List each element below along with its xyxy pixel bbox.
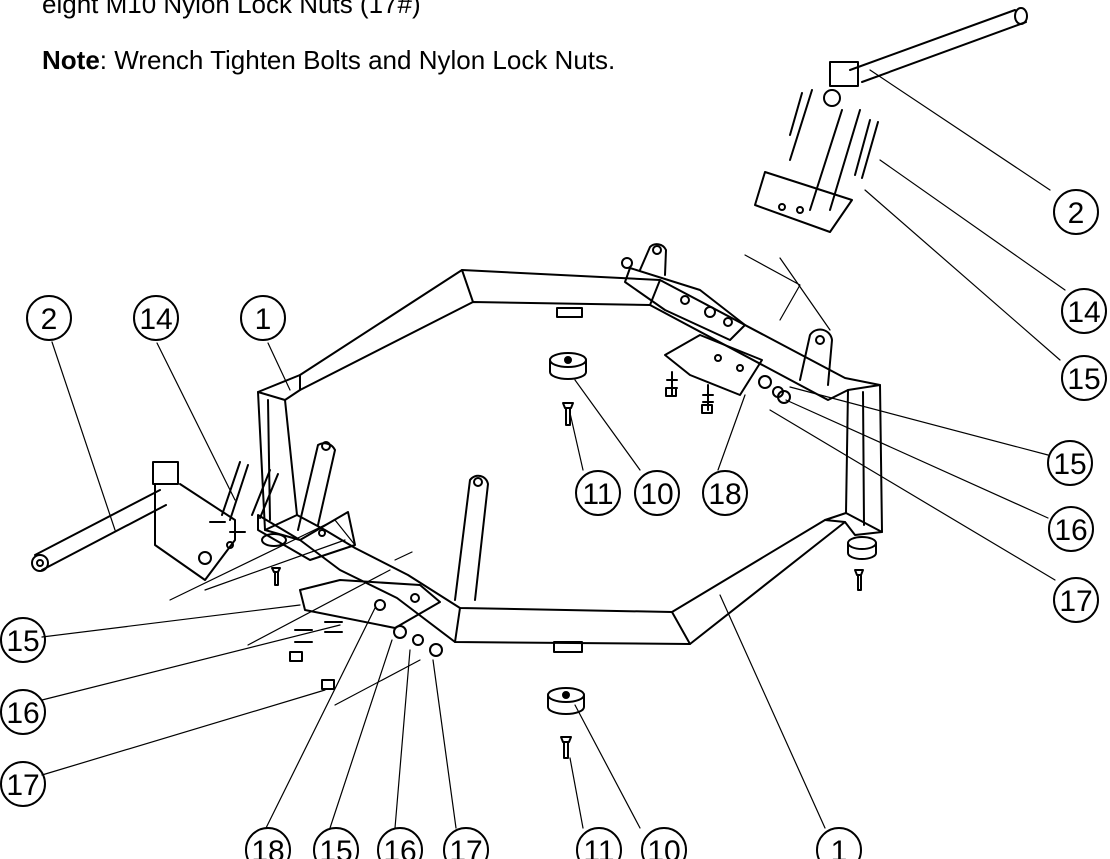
callout-17-right: 17 [1059, 585, 1092, 618]
frame-ear-left [297, 441, 336, 531]
callout-14-left: 14 [139, 303, 172, 336]
callout-14-right: 14 [1067, 296, 1100, 329]
foot-pad-left [261, 533, 287, 586]
callout-18-mid: 18 [708, 478, 741, 511]
callout-2-left: 2 [41, 303, 58, 336]
bracket-right [621, 257, 791, 414]
callout-18-bottom: 18 [251, 835, 284, 859]
callout-10-bottom: 10 [647, 835, 680, 859]
callout-1-left: 1 [255, 303, 272, 336]
note-text: : Wrench Tighten Bolts and Nylon Lock Nu… [99, 45, 616, 75]
callout-15-right-b: 15 [1053, 448, 1086, 481]
foot-pad-front [547, 641, 585, 759]
callout-circles [0, 189, 1107, 859]
instruction-line-nuts: eight M10 Nylon Lock Nuts (17#) [42, 0, 421, 19]
callout-2-right: 2 [1068, 197, 1085, 230]
frame-ear-top [639, 243, 667, 276]
callout-16-left: 16 [6, 697, 39, 730]
octagon-frame [257, 269, 883, 645]
explode-lines [169, 254, 831, 706]
callout-17-bottom: 17 [449, 835, 482, 859]
callout-15-right-a: 15 [1067, 363, 1100, 396]
callout-15-left: 15 [6, 625, 39, 658]
callout-16-bottom: 16 [383, 835, 416, 859]
callout-15-bottom: 15 [319, 835, 352, 859]
callout-10-mid: 10 [640, 478, 673, 511]
callout-1-bottom: 1 [831, 835, 848, 859]
callout-16-right: 16 [1054, 514, 1087, 547]
callout-11-mid: 11 [582, 478, 613, 511]
callout-17-left: 17 [6, 769, 39, 802]
foot-pad-right [847, 536, 877, 591]
arm-right [754, 7, 1028, 233]
note-label: Note [42, 45, 100, 75]
callout-11-bottom: 11 [583, 835, 614, 859]
foot-pad-center [549, 307, 587, 426]
note-line: Note: Wrench Tighten Bolts and Nylon Loc… [42, 45, 615, 75]
leader-lines [41, 69, 1066, 829]
arm-left [31, 461, 279, 581]
frame-ear-right [799, 328, 833, 386]
frame-ear-center [454, 474, 489, 601]
bracket-left [257, 511, 443, 690]
